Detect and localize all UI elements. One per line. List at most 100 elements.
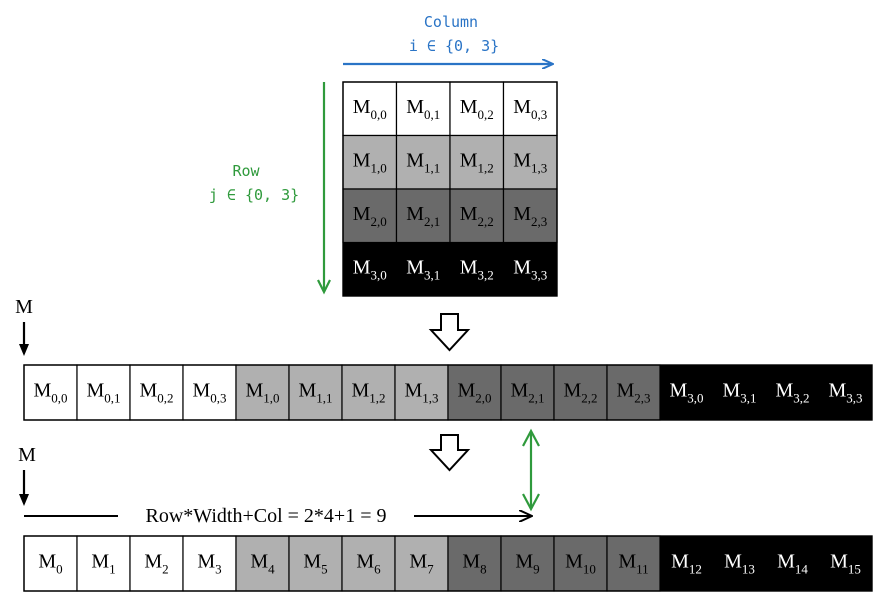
matrix-cell-0-0: M0,0	[342, 81, 398, 137]
matrix-cell-2-3-label: M2,3	[513, 203, 547, 229]
matrix-cell-1-2: M1,2	[449, 134, 505, 190]
linear-2d-cell-3-label: M0,3	[192, 380, 226, 406]
linear-1d-cell-4-label: M4	[250, 551, 275, 577]
matrix-cell-0-0-label: M0,0	[353, 96, 387, 122]
linear-1d-cell-15-label: M15	[830, 551, 861, 577]
linear-1d-cell-14-label: M14	[777, 551, 808, 577]
linear-1d-cell-0: M0	[23, 535, 78, 592]
matrix-cell-3-2: M3,2	[450, 242, 504, 296]
transform-down-arrow-1	[428, 313, 471, 352]
linear-2d-cell-12: M3,0	[660, 365, 713, 420]
matrix-cell-2-0-label: M2,0	[353, 203, 387, 229]
matrix-cell-1-0: M1,0	[342, 134, 398, 190]
pointer-arrow-2	[19, 470, 29, 506]
matrix-cell-3-0-label: M3,0	[353, 256, 387, 282]
linear-1d-cell-6: M6	[341, 535, 396, 592]
linear-2d-cell-11-label: M2,3	[616, 380, 650, 406]
linear-1d-cell-8: M8	[447, 535, 502, 592]
matrix-cell-0-3: M0,3	[502, 81, 558, 137]
row-label-range: j ∈ {0, 3}	[209, 186, 299, 204]
linear-2d-cell-7: M1,3	[394, 364, 449, 421]
matrix-cell-1-1-label: M1,1	[406, 149, 440, 175]
linear-2d-cell-5-label: M1,1	[298, 380, 332, 406]
linear-2d-cell-4-label: M1,0	[245, 380, 279, 406]
matrix-cell-1-3-label: M1,3	[513, 149, 547, 175]
linear-1d-cell-11-label: M11	[618, 551, 648, 577]
linear-1d-cell-13-label: M13	[724, 551, 755, 577]
linear-2d-cell-4: M1,0	[235, 364, 290, 421]
linear-2d-cell-14-label: M3,2	[775, 380, 809, 406]
row-direction-arrow	[317, 82, 331, 295]
matrix-cell-2-3: M2,3	[502, 188, 558, 244]
linear-memory-2d-index-row: M0,0 M0,1 M0,2 M0,3 M1,0 M1,1 M1,2 M1,3 M2,0 M2,1…	[23, 364, 873, 421]
matrix-cell-0-1-label: M0,1	[406, 96, 440, 122]
linear-2d-cell-13: M3,1	[713, 365, 766, 420]
matrix-cell-3-0: M3,0	[343, 242, 397, 296]
linear-2d-cell-15-label: M3,3	[828, 380, 862, 406]
matrix-cell-3-3-label: M3,3	[513, 256, 547, 282]
linear-1d-cell-3: M3	[182, 535, 237, 592]
pointer-arrow-1	[19, 322, 29, 356]
transform-down-arrow-2	[428, 434, 471, 472]
linear-1d-cell-7-label: M7	[409, 551, 434, 577]
linear-2d-cell-9: M2,1	[500, 364, 555, 421]
linear-2d-cell-9-label: M2,1	[510, 380, 544, 406]
linear-1d-cell-1: M1	[76, 535, 131, 592]
linear-2d-cell-11: M2,3	[606, 364, 661, 421]
linear-1d-cell-4: M4	[235, 535, 290, 592]
pointer-label-m-1: M	[15, 296, 33, 318]
matrix-cell-1-1: M1,1	[395, 134, 451, 190]
matrix-cell-0-3-label: M0,3	[513, 96, 547, 122]
matrix-cell-3-3: M3,3	[503, 242, 557, 296]
linear-2d-cell-0-label: M0,0	[33, 380, 67, 406]
index-correspondence-double-arrow	[522, 428, 540, 512]
linear-2d-cell-0: M0,0	[23, 364, 78, 421]
matrix-cell-2-1-label: M2,1	[406, 203, 440, 229]
linear-1d-cell-1-label: M1	[91, 551, 115, 577]
row-label-title: Row	[232, 162, 260, 180]
column-label-title: Column	[424, 13, 478, 31]
matrix-cell-2-0: M2,0	[342, 188, 398, 244]
linear-1d-cell-10-label: M10	[565, 551, 596, 577]
linear-1d-cell-12: M12	[660, 536, 713, 591]
matrix-cell-2-1: M2,1	[395, 188, 451, 244]
linear-1d-cell-11: M11	[606, 535, 661, 592]
linear-1d-cell-8-label: M8	[462, 551, 486, 577]
linear-1d-cell-9-label: M9	[515, 551, 539, 577]
matrix-cell-0-1: M0,1	[395, 81, 451, 137]
linear-2d-cell-2-label: M0,2	[139, 380, 173, 406]
linear-2d-cell-12-label: M3,0	[669, 380, 703, 406]
linear-2d-cell-5: M1,1	[288, 364, 343, 421]
matrix-cell-3-1: M3,1	[396, 242, 450, 296]
offset-formula: Row*Width+Col = 2*4+1 = 9	[146, 505, 387, 527]
linear-1d-cell-9: M9	[500, 535, 555, 592]
linear-2d-cell-8-label: M2,0	[457, 380, 491, 406]
pointer-label-m-2: M	[18, 444, 36, 466]
linear-2d-cell-14: M3,2	[766, 365, 819, 420]
linear-2d-cell-13-label: M3,1	[722, 380, 756, 406]
matrix-cell-1-0-label: M1,0	[353, 149, 387, 175]
matrix-cell-0-2: M0,2	[449, 81, 505, 137]
linear-2d-cell-7-label: M1,3	[404, 380, 438, 406]
linear-2d-cell-8: M2,0	[447, 364, 502, 421]
linear-1d-cell-13: M13	[713, 536, 766, 591]
matrix-cell-3-1-label: M3,1	[406, 256, 440, 282]
matrix-cell-1-3: M1,3	[502, 134, 558, 190]
linear-2d-cell-10: M2,2	[553, 364, 608, 421]
linear-1d-cell-3-label: M3	[197, 551, 221, 577]
linear-2d-cell-2: M0,2	[129, 364, 184, 421]
linear-1d-cell-2-label: M2	[144, 551, 168, 577]
linear-1d-cell-0-label: M0	[38, 551, 62, 577]
linear-1d-cell-2: M2	[129, 535, 184, 592]
linear-1d-cell-10: M10	[553, 535, 608, 592]
matrix-cell-0-2-label: M0,2	[460, 96, 494, 122]
linear-2d-cell-1: M0,1	[76, 364, 131, 421]
linear-1d-cell-7: M7	[394, 535, 449, 592]
matrix-2d-grid: M0,0 M0,1 M0,2 M0,3M1,0 M1,1 M1,2 M1,3M2,0 M2,1…	[342, 81, 558, 297]
matrix-cell-3-2-label: M3,2	[460, 256, 494, 282]
linear-2d-cell-15: M3,3	[819, 365, 872, 420]
linear-2d-cell-6: M1,2	[341, 364, 396, 421]
linear-1d-cell-15: M15	[819, 536, 872, 591]
